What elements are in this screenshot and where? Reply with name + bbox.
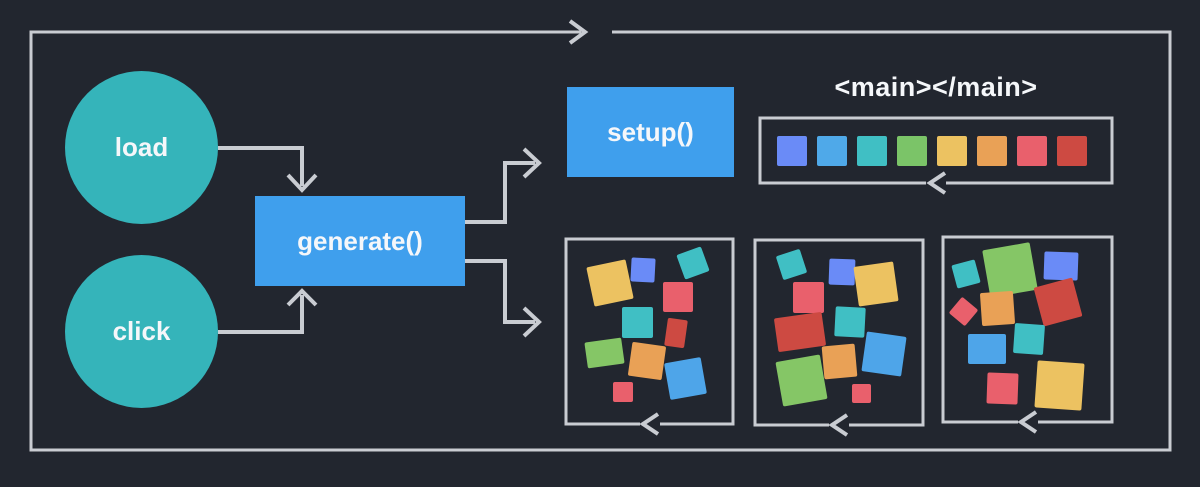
generate-function-label: generate() <box>297 225 423 256</box>
strip-square <box>857 135 887 166</box>
scatter-square <box>775 248 807 280</box>
scatter-square <box>821 343 857 379</box>
generate-to-frames-arrowhead-icon <box>522 306 542 338</box>
click-event-node: click <box>65 255 218 408</box>
scatter-square <box>985 371 1019 405</box>
scatter-square <box>979 290 1015 326</box>
strip-square <box>937 135 967 166</box>
scatter-square <box>982 242 1038 298</box>
scatter-square <box>676 246 710 280</box>
scatter-frame-3 <box>943 237 1112 422</box>
main-strip-squares <box>760 118 1112 183</box>
scatter-square <box>663 356 707 400</box>
strip-square <box>897 135 927 166</box>
scatter-square <box>586 259 634 307</box>
scatter-square <box>828 258 856 286</box>
scatter-frame-2 <box>755 240 923 425</box>
scatter-square <box>1033 359 1085 411</box>
click-to-generate-arrowhead-icon <box>286 288 318 307</box>
generate-function-node: generate() <box>255 196 465 286</box>
outer-loop-arrowhead-icon <box>568 19 589 45</box>
load-event-node: load <box>65 71 218 224</box>
strip-square <box>817 135 847 166</box>
scatter-square <box>663 282 693 312</box>
scatter-square <box>1012 322 1046 356</box>
scatter-square <box>968 334 1006 364</box>
click-to-generate-arrow <box>218 295 304 334</box>
scatter-square <box>613 382 633 402</box>
scatter-square <box>621 306 653 338</box>
scatter-square <box>583 337 625 369</box>
strip-square <box>1057 135 1087 166</box>
generate-to-setup-arrow <box>465 161 535 224</box>
load-to-generate-arrow <box>218 146 304 186</box>
scatter-square <box>948 296 978 326</box>
scatter-square <box>630 257 656 283</box>
setup-function-label: setup() <box>607 116 694 147</box>
load-to-generate-arrowhead-icon <box>286 173 318 193</box>
scatter-square <box>834 306 866 338</box>
scatter-square <box>773 311 827 353</box>
scatter-square <box>1033 277 1083 327</box>
strip-square <box>1017 135 1047 166</box>
scatter-square <box>664 317 688 349</box>
generate-to-setup-arrowhead-icon <box>522 147 542 179</box>
scatter-square <box>774 353 828 407</box>
scatter-square <box>627 341 667 381</box>
click-event-label: click <box>112 316 171 346</box>
load-event-label: load <box>114 132 169 162</box>
strip-square <box>777 135 807 166</box>
scatter-frame-1 <box>566 239 733 424</box>
main-tag-label: <main></main> <box>834 72 1038 102</box>
strip-square <box>977 135 1007 166</box>
scatter-square <box>853 261 899 307</box>
scatter-square <box>851 383 871 403</box>
scatter-square <box>1043 251 1079 281</box>
scatter-square <box>951 259 981 289</box>
setup-function-node: setup() <box>567 87 734 177</box>
scatter-square <box>792 281 824 313</box>
scatter-square <box>861 331 907 377</box>
generate-to-frames-arrow <box>465 259 535 324</box>
